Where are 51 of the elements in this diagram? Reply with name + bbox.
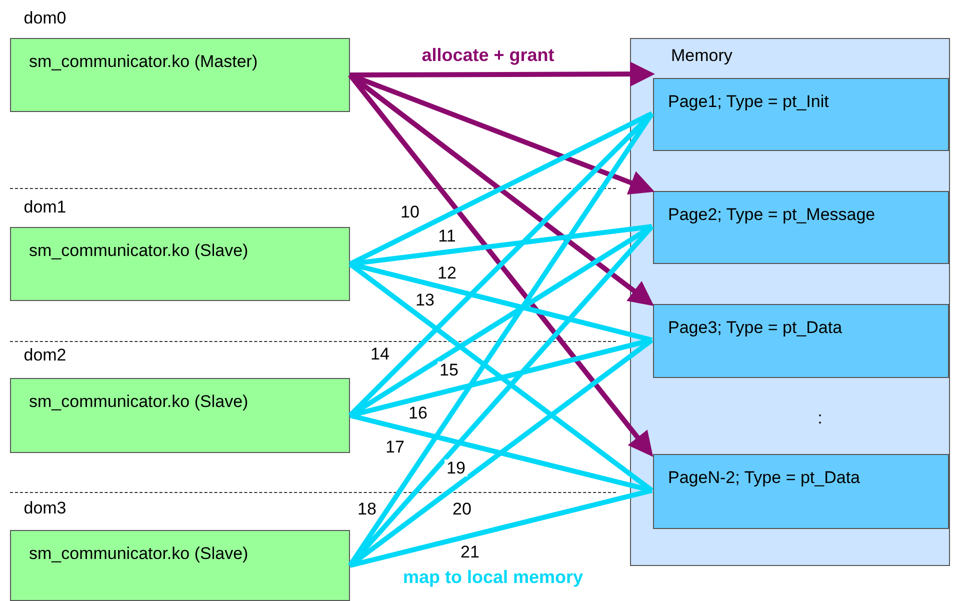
node-text: sm_communicator.ko (Slave) <box>29 543 248 564</box>
edge-label: 10 <box>398 204 422 220</box>
node-text: sm_communicator.ko (Master) <box>29 51 258 72</box>
edge-label: 14 <box>368 346 392 362</box>
process-box <box>10 530 350 601</box>
edge-label: allocate + grant <box>420 46 556 64</box>
node-text: sm_communicator.ko (Slave) <box>29 240 248 262</box>
edge-label: 11 <box>436 228 458 244</box>
node-text: Page3; Type = pt_Data <box>668 317 842 338</box>
arrow <box>350 62 655 87</box>
connector-line <box>348 224 654 418</box>
edge-label: 16 <box>406 404 430 422</box>
node-text: Page2; Type = pt_Message <box>668 204 876 226</box>
memory-panel <box>630 38 950 566</box>
process-box <box>653 191 949 264</box>
process-box <box>653 78 949 151</box>
edge-label: 15 <box>438 362 460 378</box>
edge-label: 17 <box>384 438 406 456</box>
connector-line <box>349 338 653 418</box>
edge-label: 18 <box>356 500 378 518</box>
connector-line <box>349 413 653 493</box>
domain-label: dom3 <box>24 500 66 516</box>
domain-label: dom1 <box>24 198 66 216</box>
edge-label: 13 <box>414 292 436 308</box>
connector-line <box>348 338 654 568</box>
connector-line <box>348 111 654 266</box>
node-text: PageN-2; Type = pt_Data <box>668 467 860 488</box>
connector-line <box>349 262 653 342</box>
process-box <box>10 38 350 112</box>
process-box <box>10 227 350 301</box>
node-text: Memory <box>671 45 732 66</box>
node-text: sm_communicator.ko (Slave) <box>29 391 248 412</box>
edge-label: 20 <box>450 500 474 518</box>
process-box <box>653 454 949 529</box>
connector-line <box>348 112 654 567</box>
ellipsis-mark: : <box>818 410 822 426</box>
connector-line <box>348 262 654 492</box>
connector-line <box>349 488 653 568</box>
annotation-text: map to local memory <box>402 568 584 586</box>
edge-label: 12 <box>436 264 458 282</box>
edge-label: 21 <box>458 544 482 560</box>
process-box <box>10 378 350 453</box>
edge-label: 19 <box>444 460 468 476</box>
arrow <box>348 73 654 457</box>
process-box <box>653 304 949 378</box>
arrow <box>348 73 654 306</box>
domain-label: dom0 <box>24 10 66 26</box>
node-text: Page1; Type = pt_Init <box>668 91 829 112</box>
domain-label: dom2 <box>24 346 66 364</box>
connector-line <box>350 224 652 266</box>
connector-line <box>348 224 654 568</box>
